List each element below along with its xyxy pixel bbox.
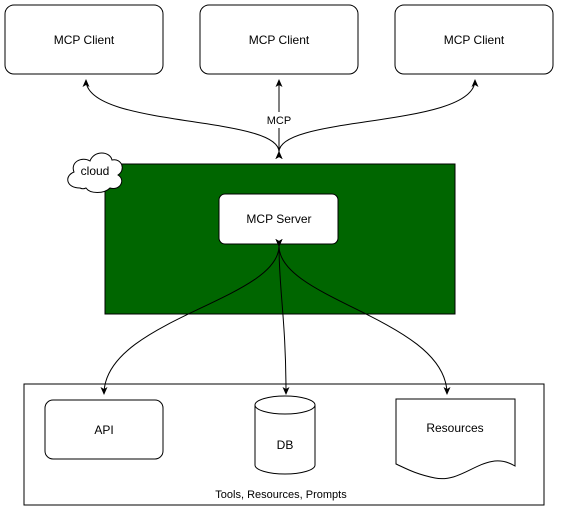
client-node-1-label: MCP Client: [54, 33, 115, 47]
client-node-2[interactable]: MCP Client: [199, 4, 359, 75]
resources-node[interactable]: Resources: [395, 398, 516, 480]
client-node-3[interactable]: MCP Client: [394, 4, 554, 75]
edge-server-api: [100, 238, 283, 395]
edge-label-mcp: MCP: [267, 115, 291, 127]
mcp-server-label: MCP Server: [246, 212, 311, 226]
resources-label: Resources: [426, 421, 483, 435]
client-node-3-label: MCP Client: [444, 33, 505, 47]
api-label: API: [94, 423, 113, 437]
cloud-shape: cloud: [67, 152, 123, 193]
client-node-1[interactable]: MCP Client: [4, 4, 164, 75]
backend-caption: Tools, Resources, Prompts: [215, 489, 347, 501]
db-node[interactable]: DB: [254, 395, 316, 475]
edge-server-resources: [275, 238, 451, 395]
edge-client3-server: [275, 79, 479, 160]
mcp-server-node[interactable]: MCP Server: [218, 193, 339, 245]
api-node[interactable]: API: [44, 399, 164, 460]
db-label: DB: [277, 438, 294, 452]
edge-label-background: [264, 112, 294, 128]
client-node-2-label: MCP Client: [249, 33, 310, 47]
edge-client1-server: [82, 79, 283, 160]
cloud-label: cloud: [81, 164, 110, 178]
